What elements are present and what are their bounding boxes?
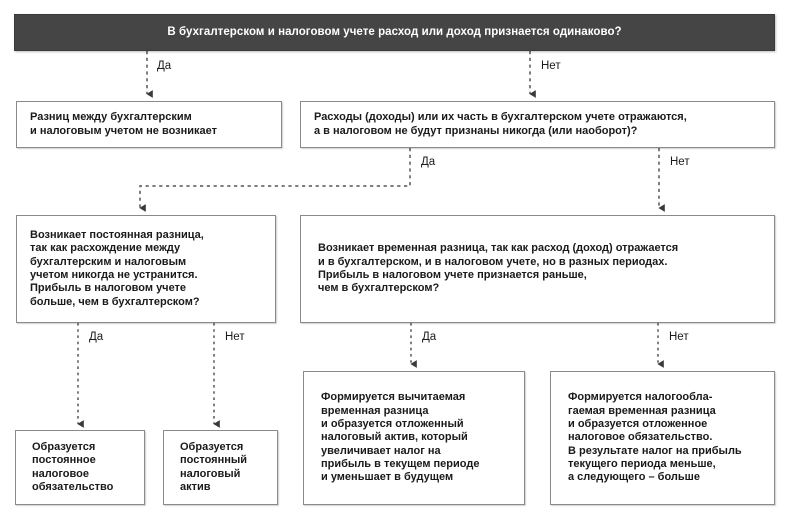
node-permanent-tax-liability: Образуется постоянное налоговое обязател… [15, 430, 145, 505]
node-deductible-temporary-difference-text: Формируется вычитаемая временная разница… [321, 391, 480, 484]
node-permanent-difference: Возникает постоянная разница, так как ра… [16, 215, 276, 323]
node-deductible-temporary-difference: Формируется вычитаемая временная разница… [303, 371, 525, 505]
node-no-differences-text: Разниц между бухгалтерским и налоговым у… [30, 111, 217, 137]
node-permanent-difference-text: Возникает постоянная разница, так как ра… [30, 229, 204, 308]
node-permanent-tax-asset-text: Образуется постоянный налоговый актив [180, 440, 248, 493]
edge-label-title-no: Нет [541, 60, 561, 72]
edge-label-never-no: Нет [670, 156, 690, 168]
node-never-recognized: Расходы (доходы) или их часть в бухгалте… [300, 101, 775, 148]
edge-label-permanent-yes: Да [89, 331, 104, 343]
node-permanent-tax-asset: Образуется постоянный налоговый актив [163, 430, 278, 505]
node-temporary-difference: Возникает временная разница, так как рас… [300, 215, 775, 323]
edge-label-temporary-yes: Да [422, 331, 437, 343]
edge-label-never-yes: Да [421, 156, 436, 168]
edge-label-permanent-no: Нет [225, 331, 245, 343]
node-temporary-difference-text: Возникает временная разница, так как рас… [318, 242, 679, 295]
connector-never-yes [139, 148, 411, 212]
root-question-text: В бухгалтерском и налоговом учете расход… [167, 25, 622, 38]
node-permanent-tax-liability-text: Образуется постоянное налоговое обязател… [32, 440, 114, 493]
node-never-recognized-text: Расходы (доходы) или их часть в бухгалте… [314, 111, 687, 137]
root-question-box: В бухгалтерском и налоговом учете расход… [14, 14, 775, 51]
edge-label-temporary-no: Нет [669, 331, 689, 343]
node-taxable-temporary-difference-text: Формируется налогообла- гаемая временная… [568, 391, 742, 484]
edge-label-title-yes: Да [157, 60, 172, 72]
node-taxable-temporary-difference: Формируется налогообла- гаемая временная… [550, 371, 775, 505]
node-no-differences: Разниц между бухгалтерским и налоговым у… [16, 101, 282, 148]
